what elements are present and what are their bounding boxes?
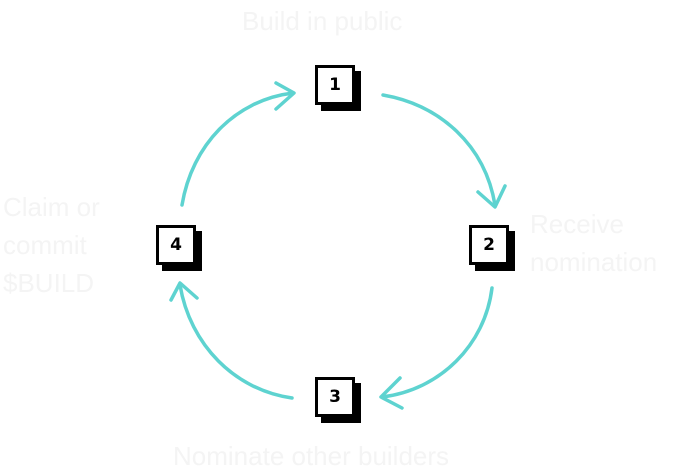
step-3-number: 3 [315, 377, 355, 417]
arrowhead-2-to-3 [379, 376, 404, 410]
step-4-number: 4 [156, 225, 196, 265]
arrow-4-to-1 [180, 91, 295, 207]
step-2-node: 2 [469, 225, 515, 271]
arrow-3-to-4 [178, 283, 294, 400]
step-2-number: 2 [469, 225, 509, 265]
step-2-label: Receive nomination [530, 205, 657, 281]
arrowhead-1-to-2 [476, 184, 507, 209]
step-4-label-line-1: Claim or [3, 192, 100, 222]
arrow-2-to-3 [380, 286, 494, 399]
step-4-label-line-3: $BUILD [3, 268, 95, 298]
step-4-label: Claim or commit $BUILD [3, 188, 100, 302]
arrow-1-to-2 [381, 93, 497, 207]
step-4-label-line-2: commit [3, 230, 87, 260]
step-1-node: 1 [315, 65, 361, 111]
step-2-label-line-2: nomination [530, 247, 658, 277]
arrowhead-3-to-4 [169, 281, 199, 302]
step-3-node: 3 [315, 377, 361, 423]
step-1-number: 1 [315, 65, 355, 105]
step-1-label: Build in public [242, 6, 403, 36]
step-4-node: 4 [156, 225, 202, 271]
arrowhead-4-to-1 [274, 81, 296, 111]
step-3-label: Nominate other builders [173, 441, 450, 471]
step-2-label-line-1: Receive [530, 209, 624, 239]
